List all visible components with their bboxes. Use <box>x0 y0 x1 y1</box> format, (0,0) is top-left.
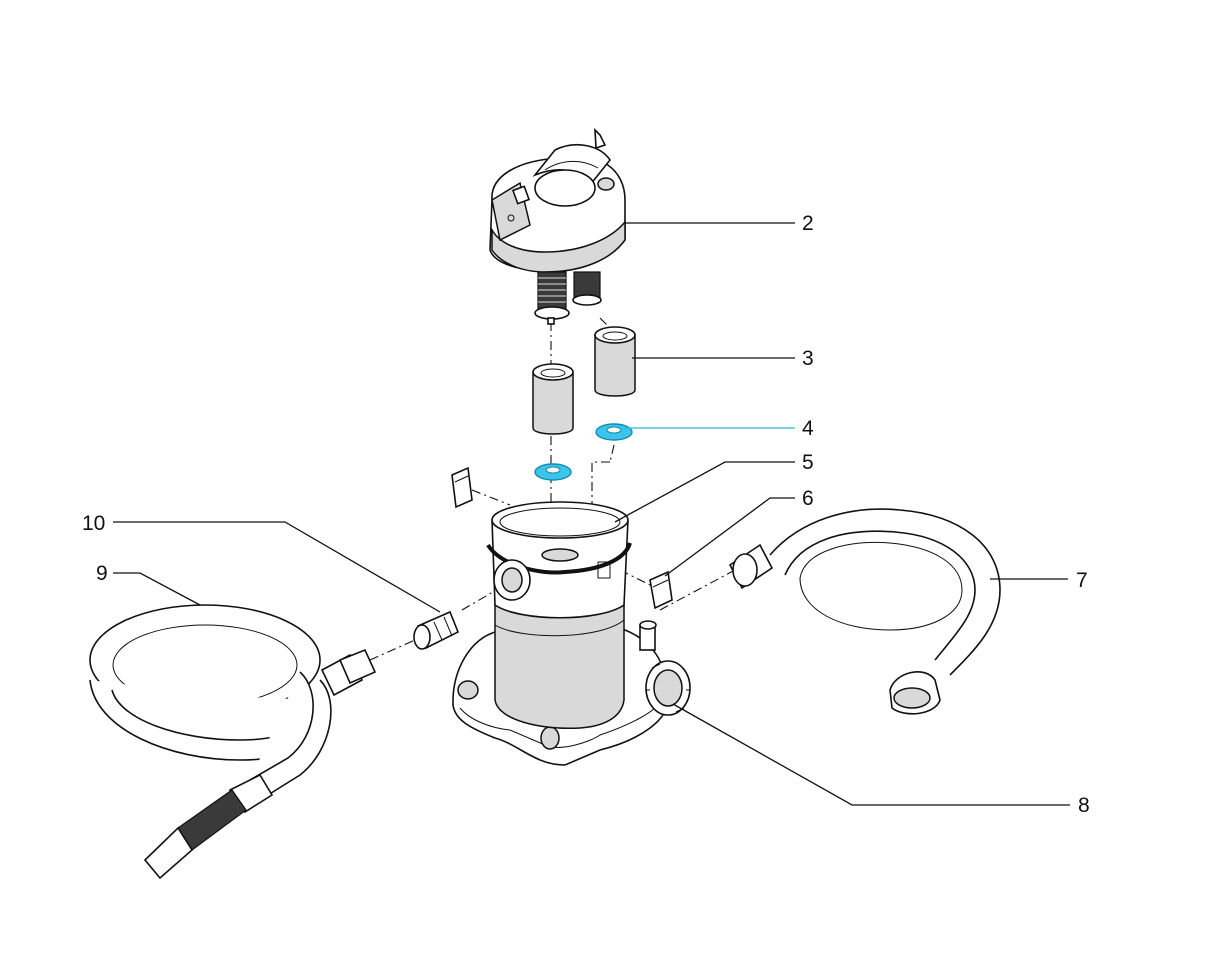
latch-clips <box>451 466 673 610</box>
callout-10: 10 <box>82 512 105 535</box>
leader-8 <box>672 703 1070 806</box>
leader-6 <box>664 497 795 577</box>
container-and-base <box>452 501 691 766</box>
callout-7: 7 <box>1076 569 1088 592</box>
hose-connector <box>413 610 460 650</box>
leader-9 <box>113 572 201 606</box>
suction-hose <box>89 604 377 880</box>
filter-rings <box>534 423 633 481</box>
callout-9: 9 <box>96 562 108 585</box>
callout-6: 6 <box>802 487 814 510</box>
callout-labels: 2 3 4 5 6 7 8 9 10 <box>82 212 1090 817</box>
discharge-hose <box>728 508 1001 715</box>
leader-10 <box>113 521 441 613</box>
callout-3: 3 <box>802 347 814 370</box>
callout-8: 8 <box>1078 794 1090 817</box>
leader-5 <box>614 461 795 523</box>
callout-2: 2 <box>802 212 814 235</box>
callout-4: 4 <box>802 417 814 440</box>
leader-lines <box>113 222 1070 806</box>
filter-sponges <box>532 326 636 435</box>
pump-head <box>489 127 626 325</box>
callout-5: 5 <box>802 451 814 474</box>
